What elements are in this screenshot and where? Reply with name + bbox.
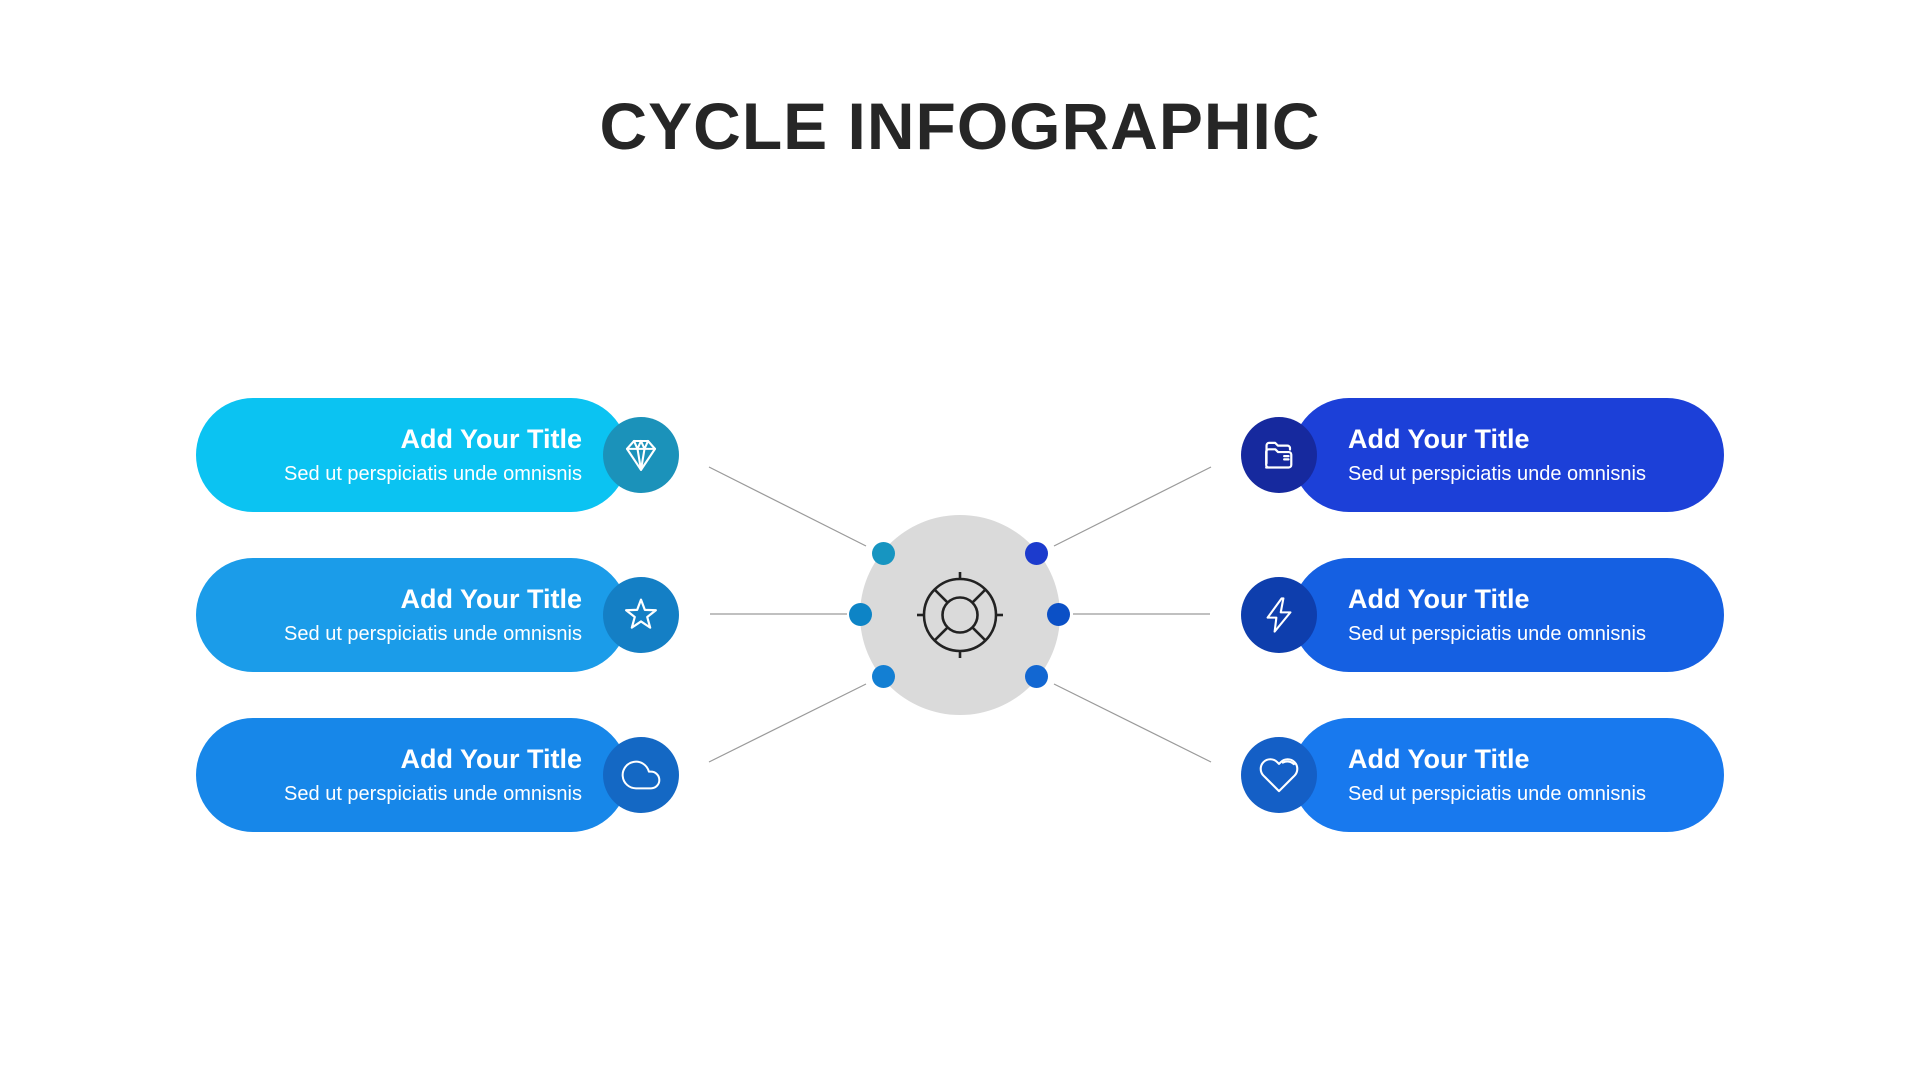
card-title: Add Your Title — [400, 584, 582, 615]
card-subtitle: Sed ut perspiciatis unde omnisnis — [1348, 782, 1646, 805]
heart-icon — [1259, 758, 1299, 793]
icon-circle-right-bottom[interactable] — [1241, 737, 1317, 813]
card-subtitle: Sed ut perspiciatis unde omnisnis — [284, 622, 582, 645]
card-subtitle: Sed ut perspiciatis unde omnisnis — [1348, 622, 1646, 645]
diamond-icon — [625, 439, 657, 471]
connector-right-bottom — [1053, 683, 1212, 763]
cycle-dot — [849, 603, 872, 626]
card-subtitle: Sed ut perspiciatis unde omnisnis — [284, 782, 582, 805]
folder-icon — [1265, 441, 1293, 469]
icon-circle-right-middle[interactable] — [1241, 577, 1317, 653]
card-title: Add Your Title — [1348, 584, 1530, 615]
cycle-dot — [872, 542, 895, 565]
card-left-bottom[interactable]: Add Your Title Sed ut perspiciatis unde … — [196, 718, 628, 832]
card-title: Add Your Title — [400, 744, 582, 775]
cloud-icon — [621, 760, 661, 790]
card-subtitle: Sed ut perspiciatis unde omnisnis — [284, 462, 582, 485]
icon-circle-left-top[interactable] — [603, 417, 679, 493]
icon-circle-left-middle[interactable] — [603, 577, 679, 653]
lifebuoy-icon — [917, 572, 1003, 658]
cycle-dot — [872, 665, 895, 688]
star-icon — [625, 598, 657, 629]
icon-circle-right-top[interactable] — [1241, 417, 1317, 493]
card-left-top[interactable]: Add Your Title Sed ut perspiciatis unde … — [196, 398, 628, 512]
icon-circle-left-bottom[interactable] — [603, 737, 679, 813]
card-title: Add Your Title — [1348, 744, 1530, 775]
cycle-dot — [1047, 603, 1070, 626]
page-title: CYCLE INFOGRAPHIC — [599, 89, 1321, 163]
card-title: Add Your Title — [400, 424, 582, 455]
connector-right-top — [1053, 466, 1212, 547]
card-right-bottom[interactable]: Add Your Title Sed ut perspiciatis unde … — [1292, 718, 1724, 832]
connector-left-top — [708, 466, 867, 547]
card-subtitle: Sed ut perspiciatis unde omnisnis — [1348, 462, 1646, 485]
card-right-top[interactable]: Add Your Title Sed ut perspiciatis unde … — [1292, 398, 1724, 512]
lightning-icon — [1266, 597, 1292, 633]
card-title: Add Your Title — [1348, 424, 1530, 455]
cycle-dot — [1025, 665, 1048, 688]
cycle-dot — [1025, 542, 1048, 565]
card-left-middle[interactable]: Add Your Title Sed ut perspiciatis unde … — [196, 558, 628, 672]
card-right-middle[interactable]: Add Your Title Sed ut perspiciatis unde … — [1292, 558, 1724, 672]
connector-left-bottom — [708, 683, 867, 763]
